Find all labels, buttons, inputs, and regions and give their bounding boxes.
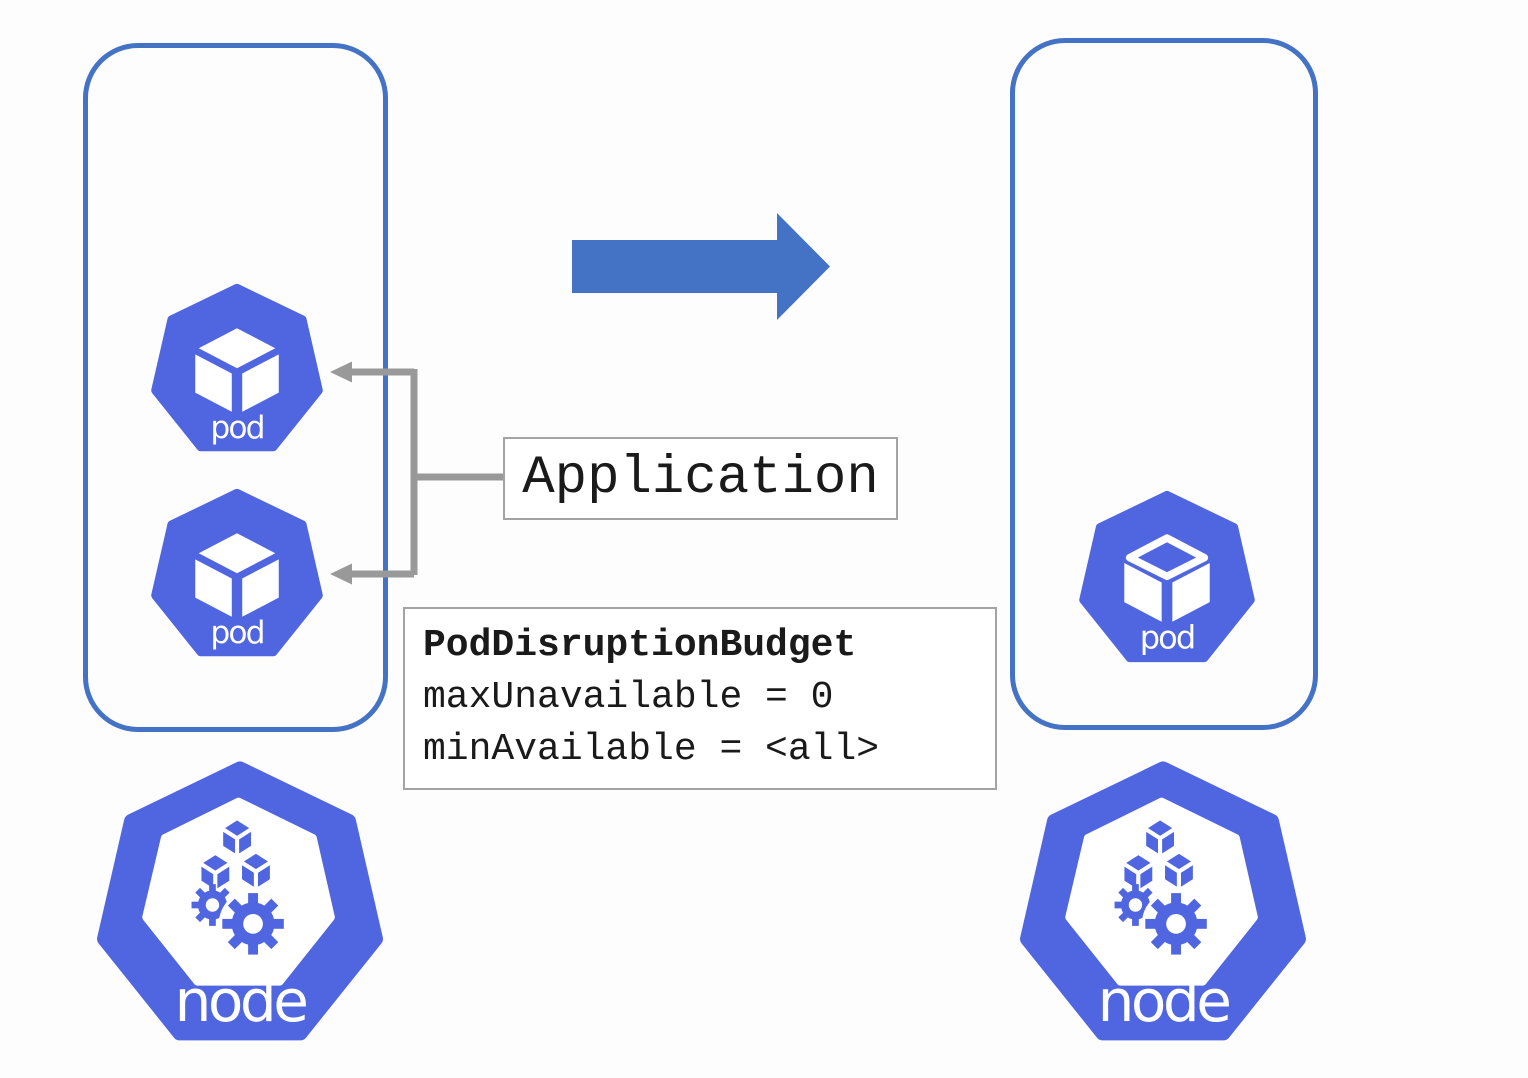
pdb-title: PodDisruptionBudget — [423, 624, 857, 667]
pod-icon: pod — [151, 283, 323, 452]
node-icon: node — [97, 761, 383, 1041]
node-label: node — [1098, 967, 1230, 1035]
pdb-max-unavailable: maxUnavailable = 0 — [423, 676, 834, 719]
pod-icon: pod — [151, 488, 323, 657]
cube-glyph — [1124, 534, 1210, 622]
gears-glyph — [1114, 884, 1211, 959]
pdb-box: PodDisruptionBudget maxUnavailable = 0 m… — [403, 607, 997, 790]
pod-label: pod — [210, 410, 263, 446]
pod-label: pod — [210, 615, 263, 651]
node-icon: node — [1020, 761, 1306, 1041]
cube-glyph — [195, 328, 279, 412]
pod-icon: pod — [1079, 490, 1255, 663]
application-label: Application — [522, 448, 879, 509]
pod-label: pod — [1140, 618, 1195, 656]
pdb-min-available: minAvailable = <all> — [423, 728, 880, 771]
node-label: node — [175, 967, 307, 1035]
right-node-boundary — [1010, 38, 1318, 730]
left-node-boundary — [83, 43, 388, 732]
right-arrow-icon — [572, 213, 830, 320]
application-box: Application — [503, 437, 898, 520]
gears-glyph — [191, 884, 288, 959]
